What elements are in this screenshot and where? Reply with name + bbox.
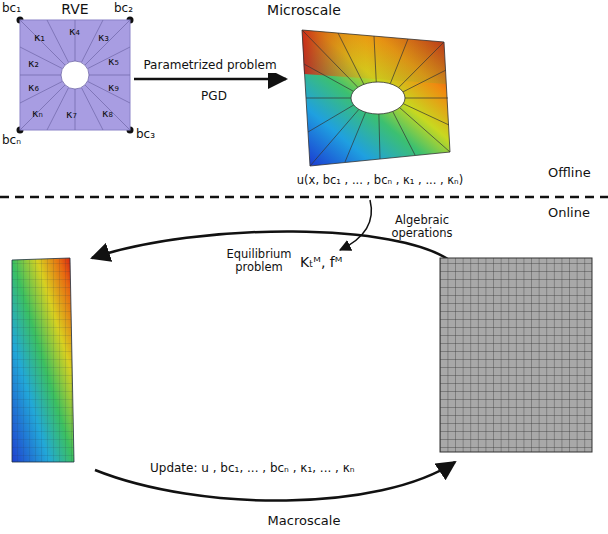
step-label: Update: u , bc₁, ... , bcₙ , κ₁, ... , κ… <box>150 462 355 476</box>
micro-solution: u(x, bc₁ , ... , bcₙ , κ₁ , ... , κₙ) <box>288 24 472 192</box>
stiffness-label: κ₆ <box>28 82 39 95</box>
step-label: Equilibrium problem <box>218 248 300 274</box>
stiffness-label: κ₁ <box>34 32 45 45</box>
algebraic-arrow <box>340 200 371 250</box>
mesh-line <box>390 39 408 84</box>
step-label: Algebraic operations <box>382 214 462 240</box>
mesh-line <box>87 81 130 103</box>
hole <box>351 82 405 114</box>
mesh-line <box>20 75 61 76</box>
mesh-line <box>308 105 354 132</box>
mesh-line <box>405 98 448 99</box>
mesh-line <box>374 36 376 82</box>
method-label: PGD <box>201 90 227 104</box>
mesh-line <box>47 20 69 63</box>
stiffness-label: κₙ <box>32 108 43 121</box>
macro-grid <box>440 258 592 452</box>
macro-mesh <box>12 258 74 462</box>
mesh-line <box>403 104 449 125</box>
section-title: Macroscale <box>268 514 341 529</box>
deformed-rve <box>288 24 472 192</box>
stiffness-label: κ₇ <box>66 109 77 122</box>
section-title: Microscale <box>267 2 341 18</box>
mesh-line <box>302 30 358 87</box>
stiffness-label: κ₂ <box>28 58 39 71</box>
process-arrow <box>134 78 286 81</box>
boundary-label: bc₂ <box>114 2 133 16</box>
stiffness-label: κ₉ <box>108 82 119 95</box>
displacement-field <box>302 30 446 84</box>
macro-solution <box>12 258 74 462</box>
rve-square: RVEκ₁κ₄κ₃κ₂κ₅κ₆κ₉κ₇κₙκ₈ <box>20 20 130 130</box>
mesh-line <box>306 98 351 99</box>
mesh-line <box>47 87 69 130</box>
mesh-line <box>393 111 415 155</box>
macro-grid-lines <box>440 258 592 452</box>
stiffness-label: κ₈ <box>102 108 113 121</box>
mesh-line <box>87 47 130 69</box>
stiffness-label: κ₄ <box>69 26 80 39</box>
mesh-line <box>400 108 450 152</box>
mesh-line <box>81 87 103 130</box>
update-arrow <box>95 462 455 501</box>
mesh-line <box>20 81 63 103</box>
mesh-line <box>403 70 446 92</box>
phase-label: Online <box>548 206 590 221</box>
edge-label: Parametrized problem <box>143 59 276 73</box>
mesh-line <box>89 75 130 76</box>
mesh-line <box>379 114 380 159</box>
mesh-line <box>345 112 366 162</box>
phase-label: Offline <box>548 166 591 181</box>
solution-label: u(x, bc₁ , ... , bcₙ , κ₁ , ... , κₙ) <box>297 174 463 187</box>
mesh-line <box>310 109 359 166</box>
separator-line <box>0 196 608 199</box>
hole <box>61 61 89 89</box>
rve-cell <box>20 20 130 130</box>
operator-label: Kₜᴹ, fᴹ <box>300 254 342 270</box>
mesh-line <box>399 42 444 88</box>
displacement-field <box>302 30 450 166</box>
boundary-label: bc₃ <box>136 128 155 142</box>
rve-heading: RVE <box>61 1 88 17</box>
mesh-line <box>304 64 353 91</box>
stiffness-label: κ₃ <box>98 32 109 45</box>
mesh-line <box>20 47 63 69</box>
deformed-outline <box>302 30 450 166</box>
boundary-label: bc₁ <box>2 2 21 16</box>
mesh-line <box>338 33 364 84</box>
boundary-label: bcₙ <box>2 134 21 148</box>
stiffness-label: κ₅ <box>108 56 119 69</box>
